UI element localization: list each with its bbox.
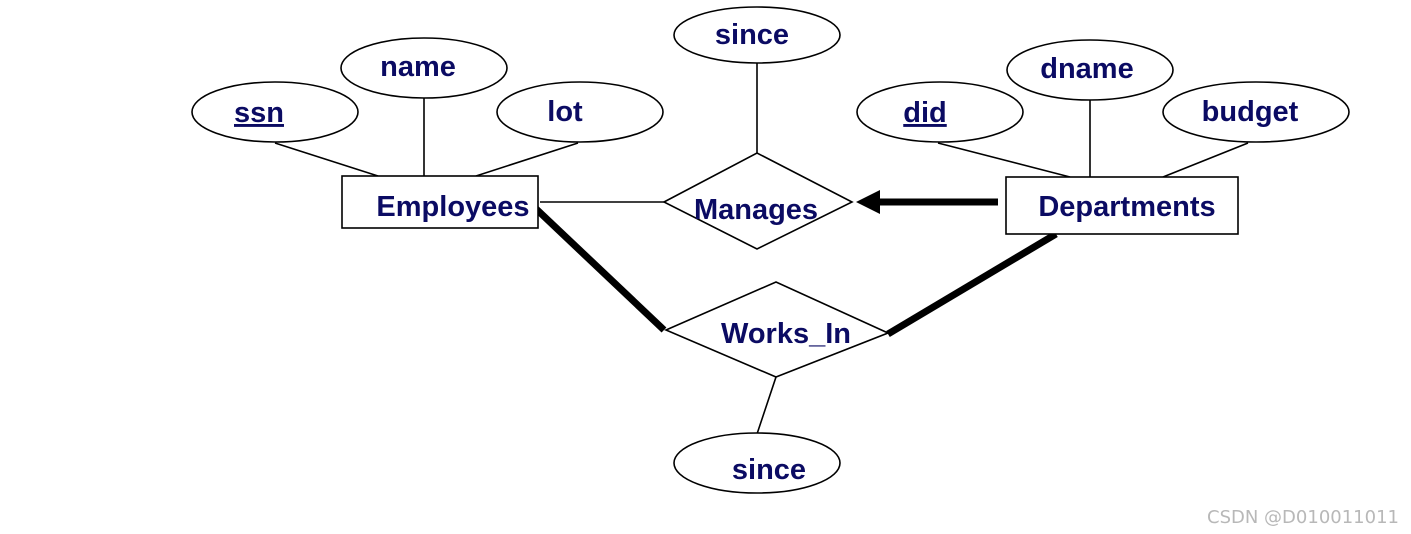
manages-relationship-label: Manages xyxy=(694,194,818,226)
works-in-relationship-diamond xyxy=(663,281,891,378)
departments-works-in-link xyxy=(886,230,1058,338)
ssn-attribute-label: ssn xyxy=(234,97,284,129)
name-attribute-label: name xyxy=(380,51,456,83)
employees-entity-box xyxy=(341,175,539,229)
employees-entity-label: Employees xyxy=(376,191,529,223)
did-connector xyxy=(937,142,1071,178)
budget-attribute-ellipse xyxy=(1162,81,1350,143)
works-in-relationship-label: Works_In xyxy=(721,318,851,350)
manages-since-attribute-ellipse xyxy=(673,6,841,64)
manages-since-attribute-label: since xyxy=(715,19,789,51)
budget-connector xyxy=(1162,142,1249,178)
dname-attribute-ellipse xyxy=(1006,39,1174,101)
departments-entity-box xyxy=(1005,176,1239,235)
ssn-connector xyxy=(274,142,379,177)
works-in-since-attribute-ellipse xyxy=(673,432,841,494)
did-attribute-ellipse xyxy=(856,81,1024,143)
dname-attribute-label: dname xyxy=(1040,53,1133,85)
lot-connector xyxy=(475,142,579,177)
budget-attribute-label: budget xyxy=(1202,96,1299,128)
works-in-since-connector xyxy=(756,376,777,435)
lot-attribute-label: lot xyxy=(547,96,583,128)
lot-attribute-ellipse xyxy=(496,81,664,143)
departments-entity-label: Departments xyxy=(1038,191,1215,223)
works-in-since-attribute-label: since xyxy=(732,454,806,486)
ssn-attribute-ellipse xyxy=(191,81,359,143)
manages-arrowhead xyxy=(856,190,880,214)
csdn-watermark: CSDN @D010011011 xyxy=(1207,507,1399,528)
name-attribute-ellipse xyxy=(340,37,508,99)
manages-relationship-diamond xyxy=(662,152,854,250)
did-attribute-label: did xyxy=(903,97,947,129)
employees-works-in-link xyxy=(529,202,667,333)
